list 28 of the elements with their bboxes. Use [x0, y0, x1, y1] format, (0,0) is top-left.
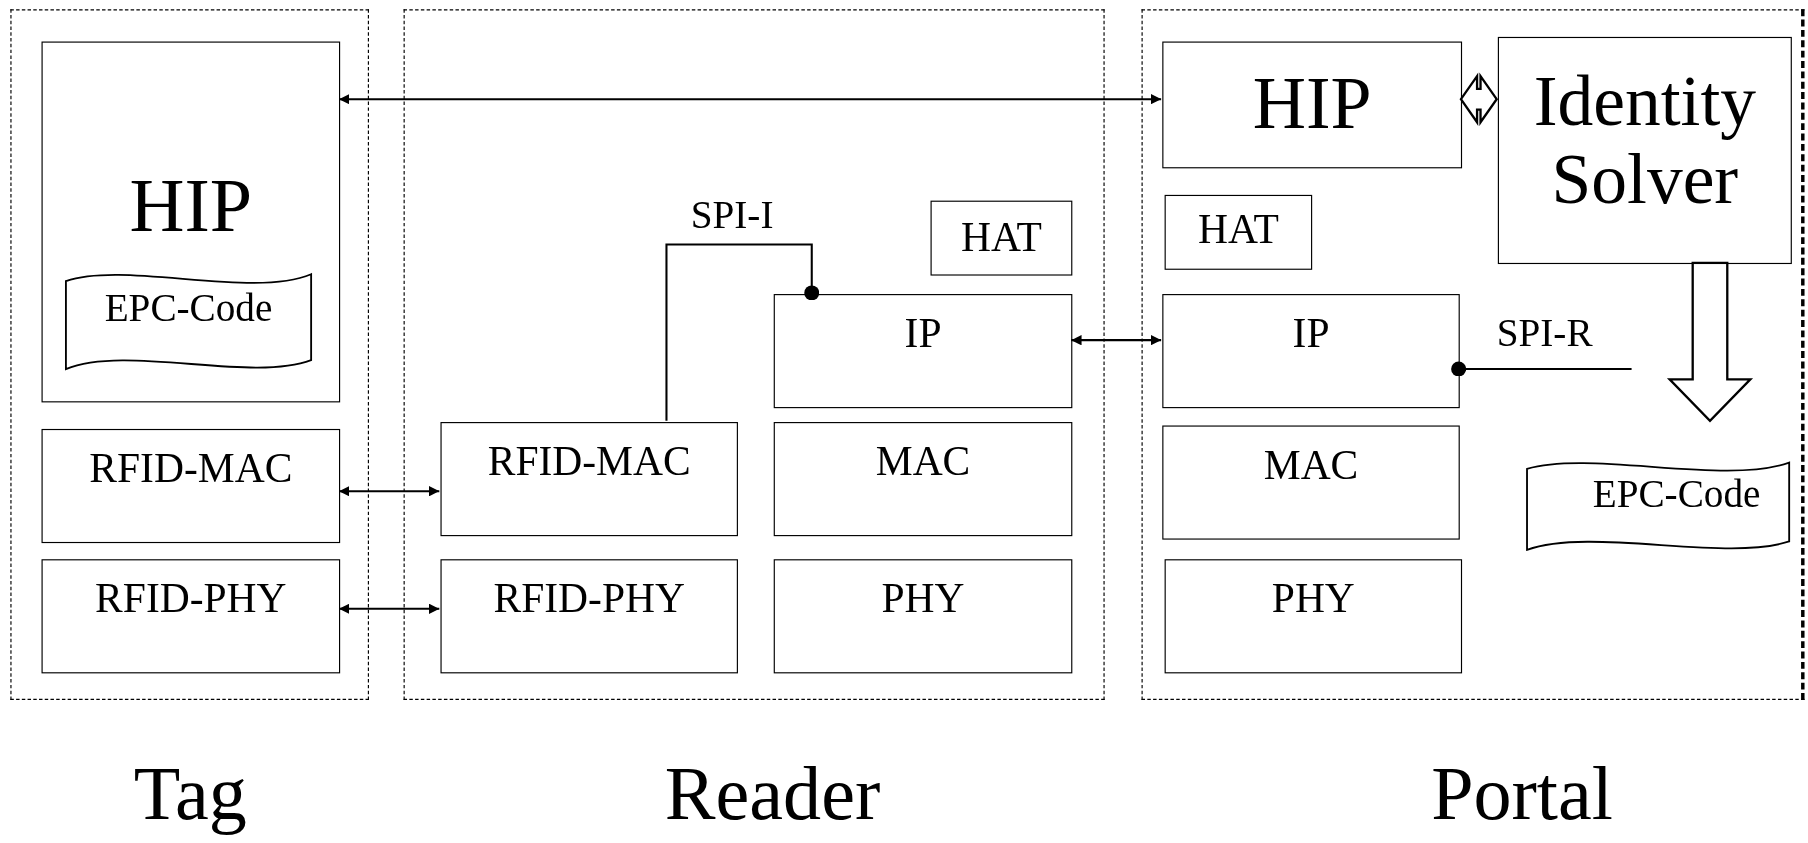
double-arrow — [339, 93, 1162, 105]
layer-label: PHY — [1270, 576, 1356, 623]
layer-label: MAC — [1262, 442, 1360, 489]
layer-label: PHY — [880, 576, 966, 623]
double-arrow — [1071, 334, 1162, 346]
layer-label: EPC-Code — [103, 285, 274, 330]
layer-label: HAT — [1197, 207, 1280, 254]
layer-label: HIP — [128, 163, 254, 248]
group-title: Reader — [663, 751, 882, 836]
layer-label: EPC-Code — [1591, 472, 1762, 516]
layer-label: Identity Solver — [1532, 61, 1757, 219]
group-title: Tag — [132, 751, 248, 836]
layer-label: HAT — [960, 215, 1043, 262]
layer-label: RFID-MAC — [88, 446, 294, 492]
double-arrow — [339, 486, 440, 497]
connector-line — [665, 243, 820, 421]
protocol-box — [1497, 36, 1792, 265]
layer-label: MAC — [874, 439, 972, 485]
layer-label: RFID-PHY — [492, 576, 686, 623]
layer-label: RFID-PHY — [94, 576, 288, 623]
layer-box — [41, 428, 341, 544]
double-arrow — [339, 603, 440, 614]
layer-label: HIP — [1251, 63, 1373, 145]
connector-line — [1451, 361, 1632, 377]
layer-label: IP — [903, 311, 943, 357]
layer-label: RFID-MAC — [486, 439, 692, 485]
group-title: Portal — [1430, 751, 1614, 836]
layer-label: IP — [1291, 311, 1331, 357]
